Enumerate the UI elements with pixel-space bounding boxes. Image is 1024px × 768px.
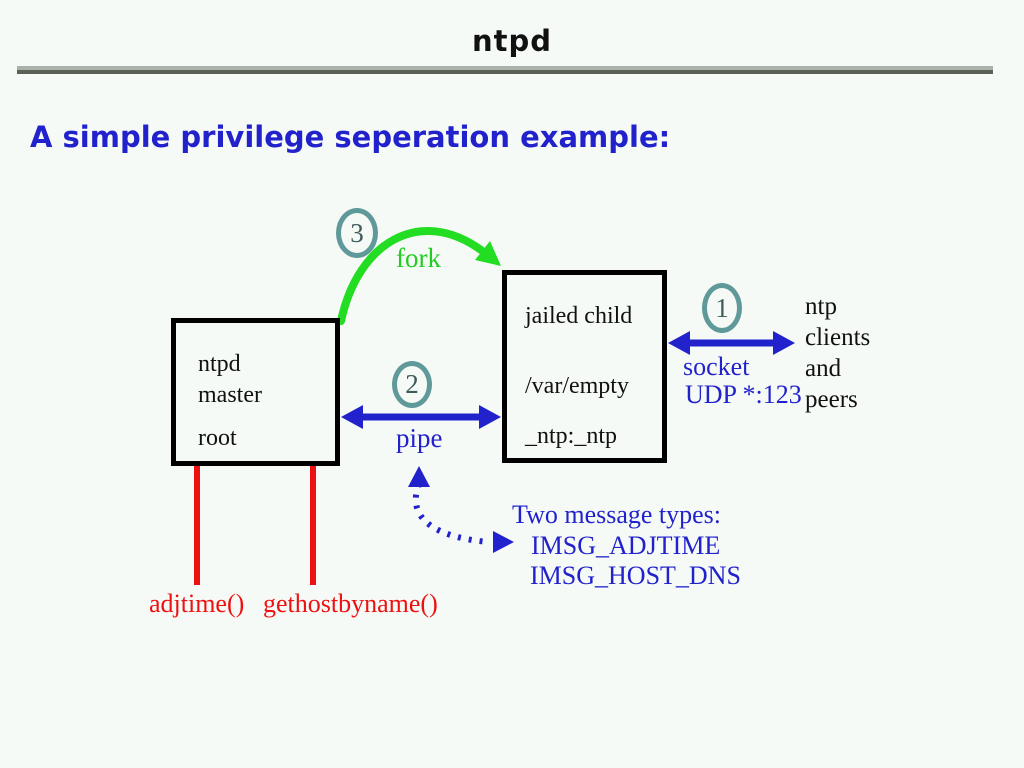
step-2-number: 2	[405, 369, 419, 399]
ntp-clients-label: ntp clients and peers	[805, 291, 870, 415]
message-type-host-dns: IMSG_HOST_DNS	[530, 561, 741, 590]
clients-line-1: ntp	[805, 293, 837, 320]
step-1-badge: 1	[702, 283, 742, 333]
message-types-title: Two message types:	[512, 500, 722, 529]
pipe-label: pipe	[396, 423, 443, 453]
clients-line-2: clients	[805, 324, 871, 351]
child-box-line-1: jailed child	[525, 303, 633, 329]
master-box-line-3: root	[198, 425, 237, 451]
socket-label: socket	[683, 352, 750, 381]
header-rule-dark	[17, 70, 993, 74]
jailed-child-box: jailed child /var/empty _ntp:_ntp	[502, 270, 667, 463]
step-2-badge: 2	[392, 361, 432, 408]
ntpd-master-box: ntpd master root	[171, 318, 340, 466]
fork-label: fork	[396, 243, 441, 273]
message-type-adjtime: IMSG_ADJTIME	[531, 531, 721, 560]
child-box-line-3: _ntp:_ntp	[525, 423, 618, 449]
child-box-line-2: /var/empty	[525, 373, 629, 399]
gethostbyname-label: gethostbyname()	[263, 589, 438, 618]
step-3-badge: 3	[336, 208, 378, 258]
udp-port-label: UDP *:123	[685, 380, 802, 409]
syscall-lines	[194, 466, 316, 585]
clients-line-3: and	[805, 355, 842, 382]
master-box-line-1: ntpd	[198, 351, 241, 377]
slide-title: ntpd	[471, 24, 553, 58]
header-rule-light	[17, 66, 993, 70]
clients-line-4: peers	[805, 386, 858, 413]
step-1-number: 1	[715, 292, 729, 323]
slide-subtitle: A simple privilege seperation example:	[30, 120, 671, 154]
adjtime-label: adjtime()	[149, 589, 245, 618]
master-box-line-2: master	[198, 382, 262, 408]
step-3-number: 3	[350, 217, 364, 248]
message-types-arrow	[408, 466, 514, 553]
